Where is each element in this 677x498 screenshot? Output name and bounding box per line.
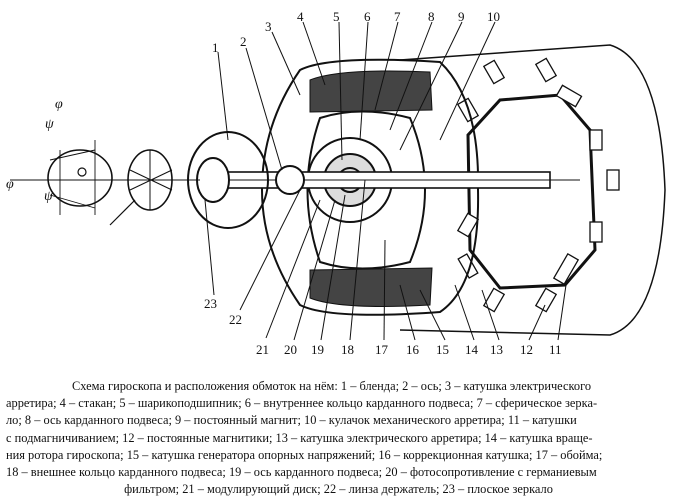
coil-blocks — [456, 57, 620, 313]
label-9: 9 — [458, 9, 465, 24]
flat-mirror — [47, 149, 113, 207]
leader-lines-bottom — [204, 179, 567, 341]
psi-symbol-bottom: ψ — [44, 189, 53, 204]
caption-line: Схема гироскопа и расположения обмоток н… — [72, 379, 592, 393]
label-5: 5 — [333, 9, 340, 24]
label-14: 14 — [465, 342, 479, 357]
label-17: 17 — [375, 342, 389, 357]
label-18: 18 — [341, 342, 354, 357]
caption-line: ния ротора гироскопа; 15 – катушка генер… — [6, 447, 603, 462]
label-22: 22 — [229, 312, 242, 327]
leader-lines-top — [217, 21, 496, 171]
label-6: 6 — [364, 9, 371, 24]
label-20: 20 — [284, 342, 297, 357]
caption-line: фильтром; 21 – модулирующий диск; 22 – л… — [124, 482, 553, 497]
housing-outline — [399, 44, 666, 336]
label-4: 4 — [297, 9, 304, 24]
label-1: 1 — [212, 40, 219, 55]
label-11: 11 — [549, 342, 562, 357]
phi-symbol-left: φ — [6, 177, 14, 192]
labels-top: 1 2 3 4 5 6 7 8 9 10 — [212, 9, 500, 55]
caption-line: ло; 8 – ось карданного подвеса; 9 – пост… — [6, 413, 577, 428]
label-23: 23 — [204, 296, 217, 311]
label-15: 15 — [436, 342, 449, 357]
caption-line: арретира; 4 – стакан; 5 – шарикоподшипни… — [6, 396, 598, 411]
caption-line: с подмагничиванием; 12 – постоянные магн… — [6, 430, 593, 445]
figure-caption: Схема гироскопа и расположения обмоток н… — [6, 378, 671, 498]
label-12: 12 — [520, 342, 533, 357]
psi-symbol-top: ψ — [45, 117, 54, 132]
label-13: 13 — [490, 342, 503, 357]
label-16: 16 — [406, 342, 420, 357]
label-2: 2 — [240, 34, 247, 49]
label-7: 7 — [394, 9, 401, 24]
caption-line: 18 – внешнее кольцо карданного подвеса; … — [6, 465, 597, 480]
label-21: 21 — [256, 342, 269, 357]
gimbal-housing — [260, 58, 480, 316]
phi-symbol-top: φ — [55, 97, 63, 112]
label-8: 8 — [428, 9, 435, 24]
label-19: 19 — [311, 342, 324, 357]
labels-bottom: 23 22 21 20 19 18 17 16 15 14 13 12 11 — [204, 296, 562, 357]
label-10: 10 — [487, 9, 500, 24]
label-3: 3 — [265, 19, 272, 34]
gyroscope-diagram: φ ψ φ ψ 1 2 3 4 5 6 7 8 — [6, 9, 666, 357]
